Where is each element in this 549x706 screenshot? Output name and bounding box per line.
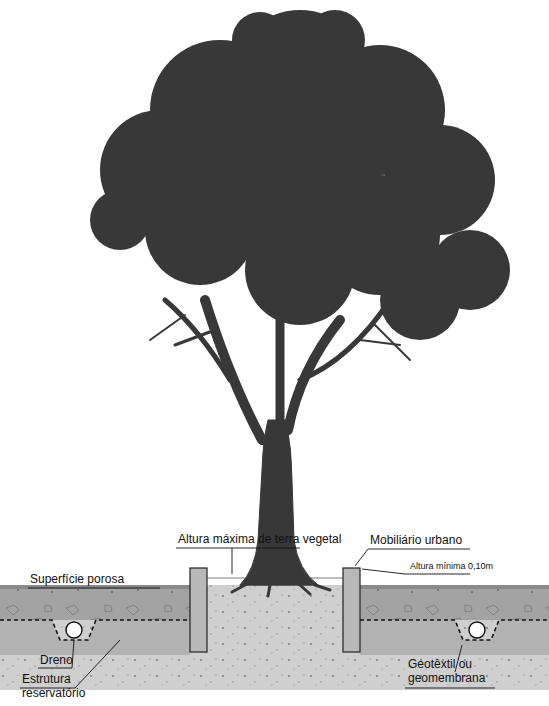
label-porous-surface: Superfície porosa	[30, 572, 124, 586]
label-min-height: Altura mínima 0,10m	[410, 559, 493, 573]
label-drain: Dreno	[40, 653, 73, 667]
label-geotextile: Geotêxtil ou geomembrana	[408, 657, 508, 685]
label-max-soil-height: Altura máxima de terra vegetal	[178, 532, 341, 546]
label-urban-furniture: Mobiliário urbano	[370, 533, 462, 547]
label-reservoir: Estrutura reservatório	[22, 672, 112, 700]
